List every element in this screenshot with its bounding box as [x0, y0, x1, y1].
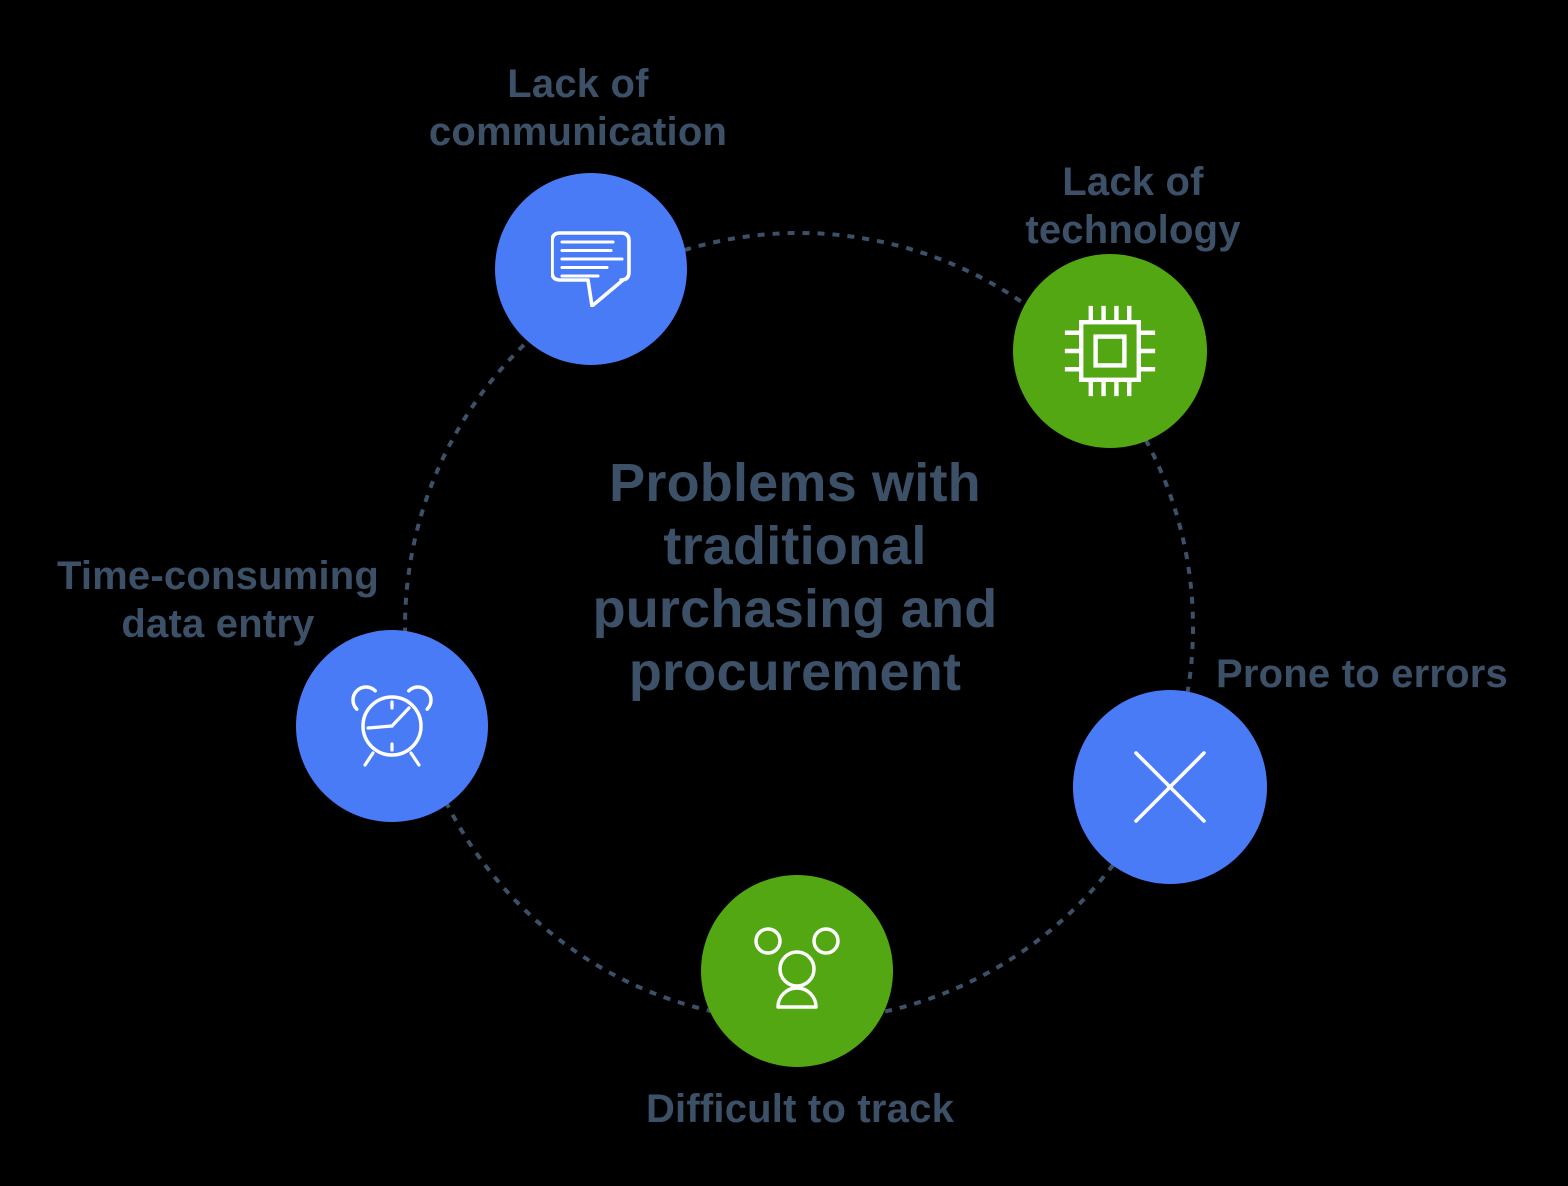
node-prone-to-errors [1073, 690, 1267, 884]
node-lack-of-communication [495, 173, 687, 365]
people-icon [754, 927, 840, 1009]
label-prone-to-errors: Prone to errors [1216, 652, 1508, 696]
diagram-title: Problems with traditional purchasing and… [592, 453, 998, 702]
label-difficult-to-track: Difficult to track [645, 1087, 955, 1131]
label-time-consuming-data-entry: Time-consuming data entry [56, 554, 380, 646]
chat-bubble-icon [551, 231, 631, 307]
node-lack-of-technology [1013, 254, 1207, 448]
x-cross-icon [1134, 751, 1206, 823]
node-time-consuming-data-entry [296, 630, 488, 822]
label-lack-of-communication: Lack of communication [428, 62, 728, 154]
node-difficult-to-track [701, 875, 893, 1067]
alarm-clock-icon [351, 685, 433, 767]
label-lack-of-technology: Lack of technology [1025, 160, 1241, 252]
chip-icon [1064, 305, 1156, 397]
